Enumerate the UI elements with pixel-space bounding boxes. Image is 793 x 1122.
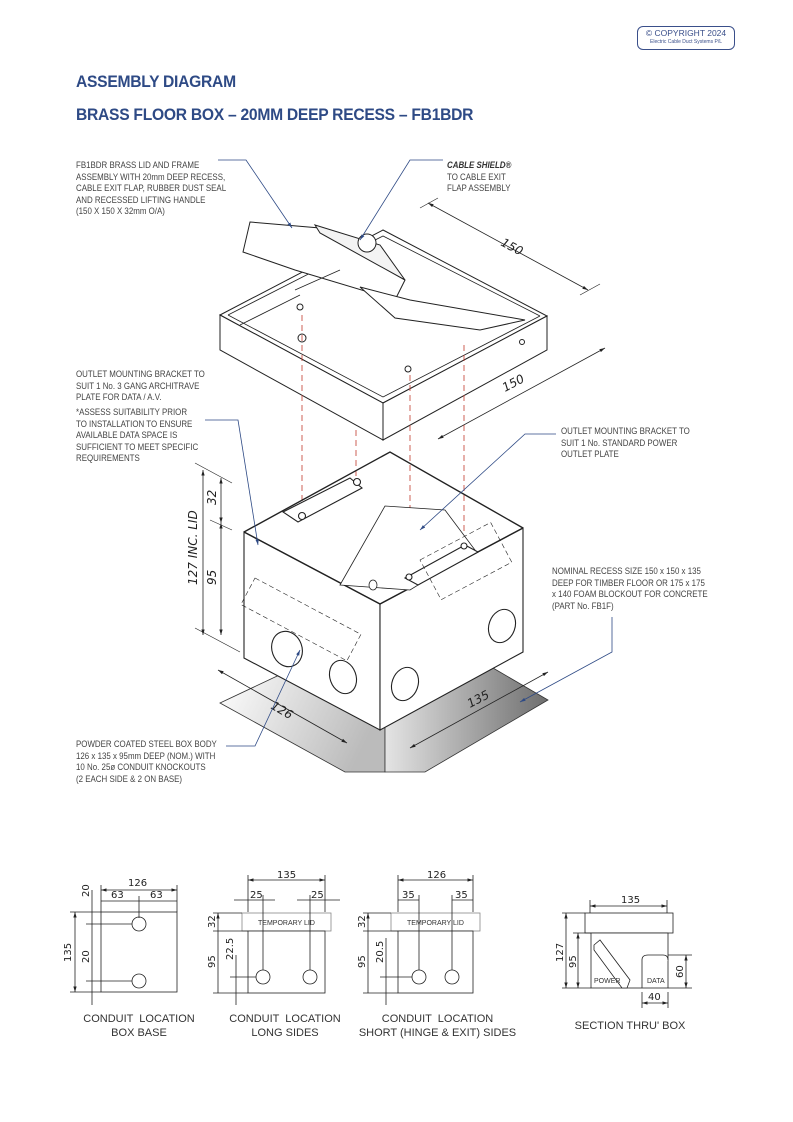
- dim-body-height: 95: [205, 570, 219, 585]
- dim-base-63-right: 63: [150, 890, 163, 901]
- detail-short-sides: [363, 875, 481, 1005]
- caption-short-sides: CONDUIT LOCATION SHORT (HINGE & EXIT) SI…: [358, 1013, 517, 1039]
- dim-section-40: 40: [648, 992, 661, 1003]
- leader-lines: [205, 159, 613, 747]
- dim-base-63-left: 63: [111, 890, 124, 901]
- alignment-lines: [301, 315, 465, 575]
- callout-cable-shield: CABLE SHIELD®TO CABLE EXIT FLAP ASSEMBLY: [447, 160, 511, 195]
- dim-long-25-right: 25: [311, 890, 324, 901]
- detail-long-sides: [213, 875, 340, 1005]
- caption-long-sides: CONDUIT LOCATION LONG SIDES: [229, 1013, 341, 1039]
- dim-long-22-5: 22.5: [225, 938, 236, 960]
- callout-cable-shield-text: TO CABLE EXIT FLAP ASSEMBLY: [447, 171, 511, 194]
- dim-base-126: 126: [128, 878, 147, 889]
- copyright-badge: © COPYRIGHT 2024 Electric Cable Duct Sys…: [637, 26, 735, 50]
- dim-base-20-bottom: 20: [81, 950, 92, 963]
- dim-lid-height: 32: [205, 490, 219, 505]
- dim-section-60: 60: [675, 965, 686, 978]
- callout-cable-shield-title: CABLE SHIELD®: [447, 160, 512, 170]
- section-power-label: POWER: [594, 978, 620, 985]
- dim-long-95: 95: [207, 955, 218, 968]
- dim-total-height: 127 INC. LID: [186, 510, 200, 585]
- callout-recess: NOMINAL RECESS SIZE 150 x 150 x 135 DEEP…: [552, 566, 708, 611]
- dim-long-25-left: 25: [250, 890, 263, 901]
- lid-assembly: [218, 221, 549, 441]
- dim-section-135: 135: [621, 895, 640, 906]
- dim-section-127: 127: [555, 943, 566, 962]
- dim-short-32: 32: [357, 915, 368, 928]
- dim-short-35-left: 35: [402, 890, 415, 901]
- dim-short-126: 126: [427, 870, 446, 881]
- callout-body: POWDER COATED STEEL BOX BODY 126 x 135 x…: [76, 739, 217, 784]
- dim-lid-width: 150: [499, 235, 526, 258]
- short-temp-lid-label: TEMPORARY LID: [407, 920, 464, 927]
- page-title: ASSEMBLY DIAGRAM: [76, 72, 236, 91]
- detail-section: [562, 900, 692, 1008]
- callout-data-note: *ASSESS SUITABILITY PRIOR TO INSTALLATIO…: [76, 407, 199, 463]
- dim-short-95: 95: [357, 955, 368, 968]
- dim-long-32: 32: [207, 915, 218, 928]
- dim-section-95: 95: [568, 955, 579, 968]
- dim-long-135: 135: [277, 870, 296, 881]
- copyright-text: © COPYRIGHT 2024: [645, 28, 727, 38]
- long-temp-lid-label: TEMPORARY LID: [258, 920, 315, 927]
- page-subtitle: BRASS FLOOR BOX – 20MM DEEP RECESS – FB1…: [76, 105, 474, 124]
- copyright-company: Electric Cable Duct Systems P/L: [650, 39, 722, 45]
- dim-base-135: 135: [63, 943, 74, 962]
- detail-box-base: [70, 885, 178, 1005]
- callout-lid: FB1BDR BRASS LID AND FRAME ASSEMBLY WITH…: [76, 160, 227, 216]
- dim-short-35-right: 35: [455, 890, 468, 901]
- section-data-label: DATA: [647, 978, 665, 985]
- dim-lid-depth: 150: [500, 371, 527, 394]
- dim-base-20-top: 20: [81, 884, 92, 897]
- caption-section: SECTION THRU' BOX: [574, 1020, 686, 1032]
- callout-data-bracket: OUTLET MOUNTING BRACKET TO SUIT 1 No. 3 …: [76, 369, 205, 402]
- caption-box-base: CONDUIT LOCATION BOX BASE: [83, 1013, 195, 1039]
- dim-short-20-5: 20.5: [375, 941, 386, 963]
